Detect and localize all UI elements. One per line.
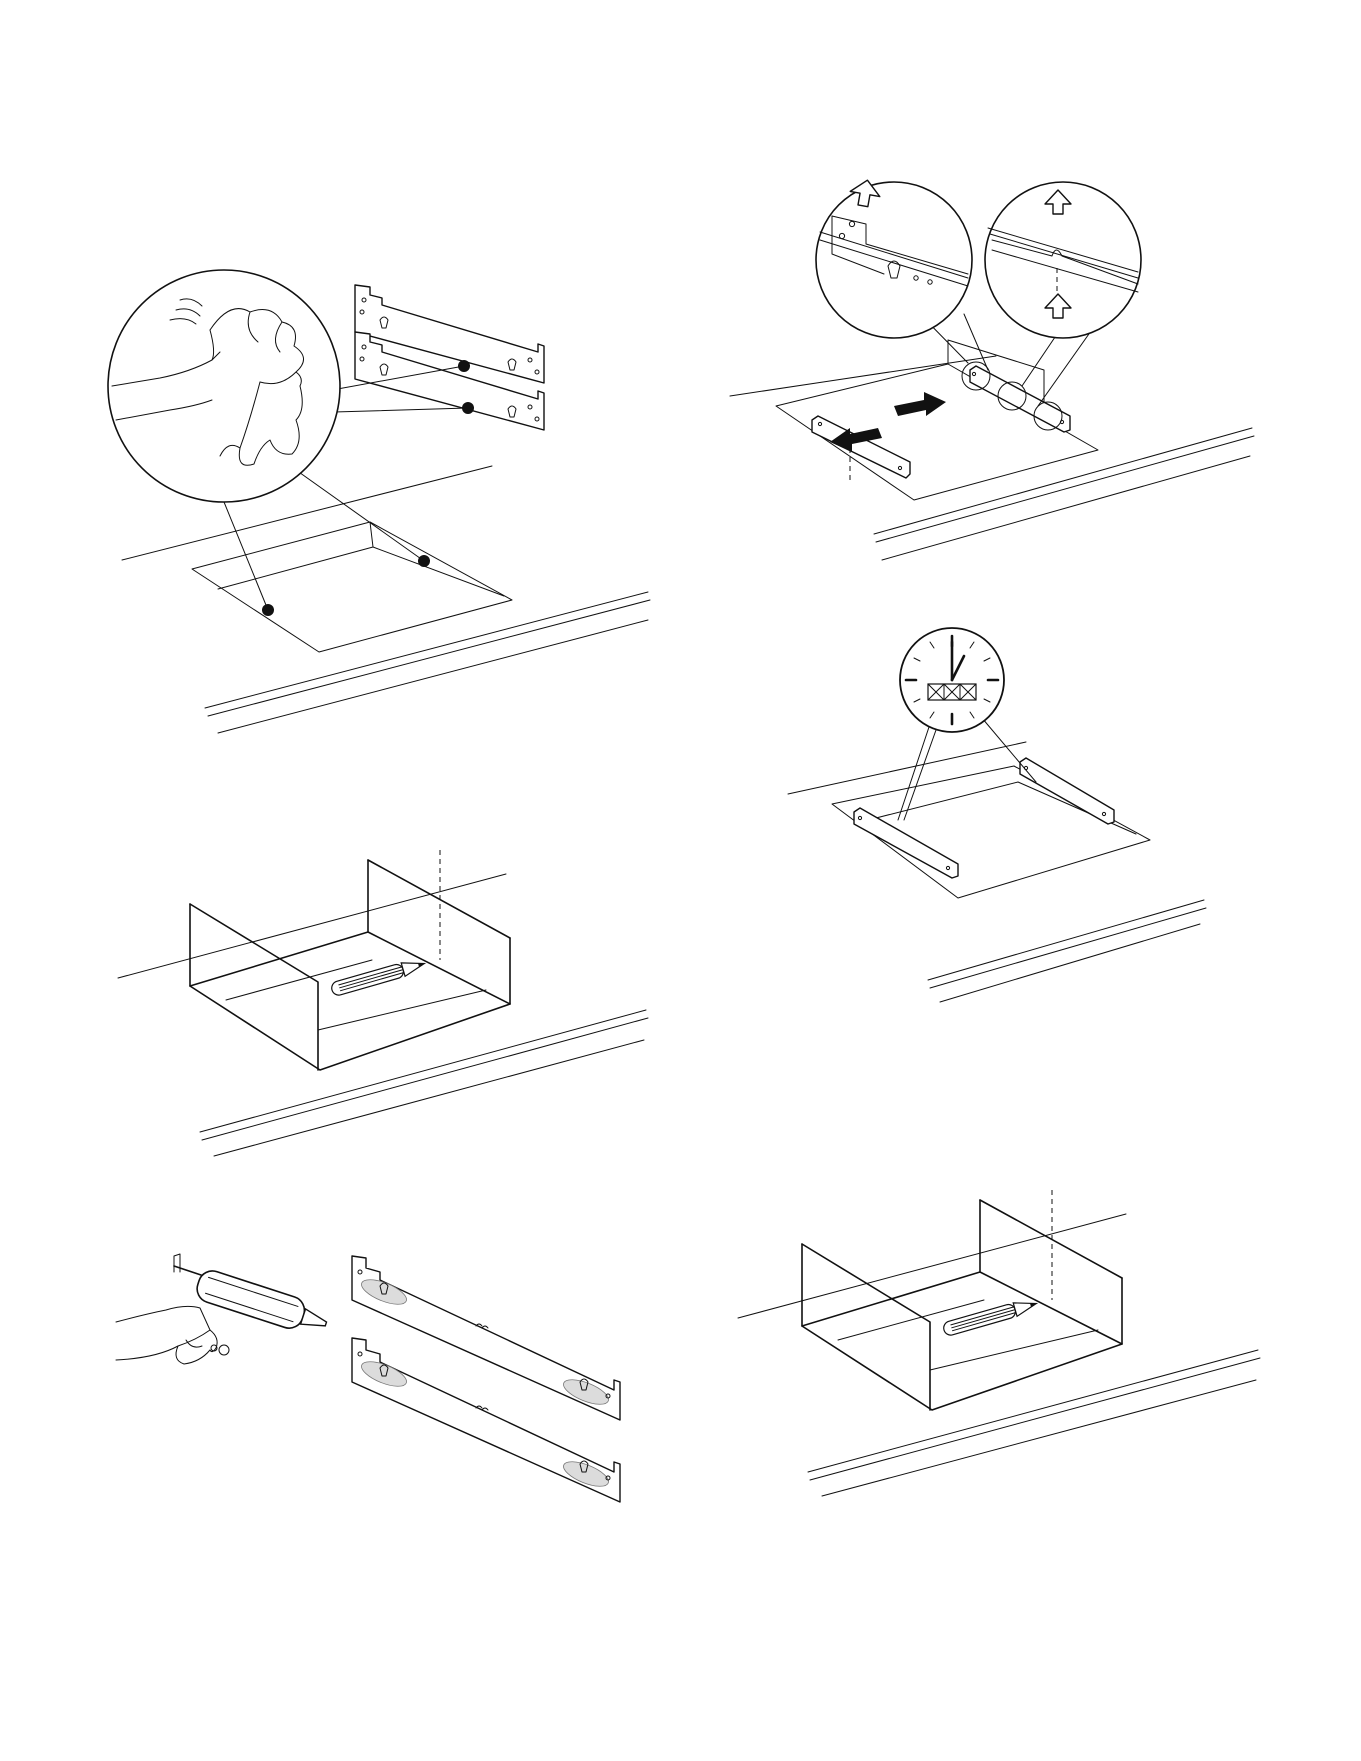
caulking-gun-icon — [116, 1254, 331, 1364]
apply-adhesive-illustration — [126, 1250, 656, 1590]
panel-align-strips — [720, 180, 1280, 570]
clean-surfaces-illustration — [100, 260, 660, 740]
panel-clean-surfaces — [100, 260, 660, 740]
arrow-icon — [894, 392, 946, 416]
cutout-template-box — [190, 860, 510, 1070]
mark-cutout-illustration — [110, 850, 670, 1170]
strip-end-detail — [816, 178, 972, 338]
notch-detail — [985, 182, 1141, 338]
mark-cutout-illustration — [730, 1190, 1270, 1510]
pencil-icon — [942, 1297, 1038, 1337]
cutout-template-box — [802, 1200, 1122, 1410]
panel-wait-to-cure — [780, 680, 1240, 1020]
clock-icon — [900, 628, 1004, 732]
align-strips-illustration — [720, 180, 1280, 570]
panel-apply-adhesive — [126, 1250, 656, 1590]
mounting-strip-bottom — [352, 1338, 620, 1502]
hand-with-cloth-icon — [108, 270, 340, 502]
panel-mark-cutout-left — [110, 850, 670, 1170]
panel-mark-cutout-right — [730, 1190, 1270, 1510]
pencil-icon — [330, 957, 426, 997]
wait-to-cure-illustration — [780, 680, 1240, 1020]
